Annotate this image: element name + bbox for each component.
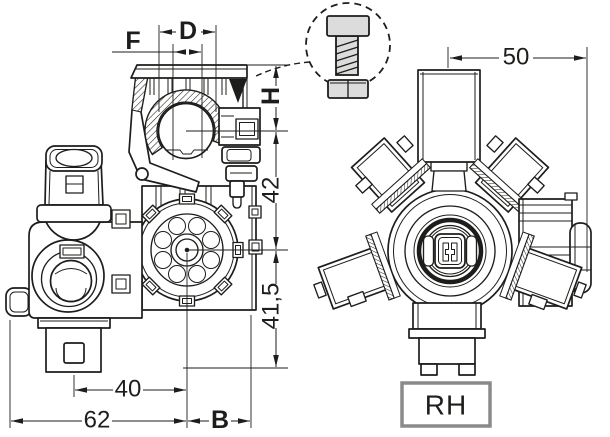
rh-badge-box [400,381,492,428]
svg-text:F: F [125,27,140,55]
left-stub-port [5,287,33,317]
front-top-port [417,69,481,192]
front-bottom-port [408,302,486,376]
svg-text:62: 62 [84,407,111,434]
svg-text:42: 42 [258,177,285,204]
dimension-41-5: 41,5 [183,251,288,369]
cover-plate [130,64,248,108]
detail-leader [255,61,311,77]
center-connector [413,214,487,288]
dimension-B: B [188,315,252,434]
front-upper-right-flange [468,158,529,214]
front-lower-right-flange [499,231,535,301]
dimension-D: D [158,17,217,112]
bottom-connector [37,317,111,373]
rh-badge: RH [400,381,492,428]
front-lower-right-port [499,231,587,311]
fastener-detail-inset [255,2,391,99]
dimension-F: F [112,27,203,160]
front-lower-left-flange [365,231,401,301]
latch-stack [218,107,261,209]
dimensions-layer: D F H 42 41,5 [9,17,588,434]
svg-text:40: 40 [115,376,142,403]
screw-position-arrow [229,79,247,103]
lower-round-port [31,239,105,313]
svg-text:D: D [179,17,197,45]
front-upper-left-port [350,135,432,214]
dimension-62: 62 [9,320,186,434]
upper-port [36,145,112,241]
dimension-42: 42 [187,132,288,251]
dimension-H: H [186,64,288,132]
front-lower-left-port [313,231,401,310]
front-view [313,69,592,376]
svg-text:B: B [211,406,229,434]
front-upper-left-flange [371,158,432,214]
nut-icon [327,79,369,99]
dimension-50: 50 [447,44,588,272]
svg-text:50: 50 [503,44,530,71]
flange-lobes [154,217,220,283]
dimension-40: 40 [73,253,188,428]
rh-badge-label: RH [425,390,467,421]
svg-text:41,5: 41,5 [258,283,285,330]
front-upper-right-port [468,135,550,214]
bolt-icon [326,15,370,76]
clamp-assembly [128,64,261,209]
side-view [5,64,263,373]
svg-text:H: H [257,87,285,105]
